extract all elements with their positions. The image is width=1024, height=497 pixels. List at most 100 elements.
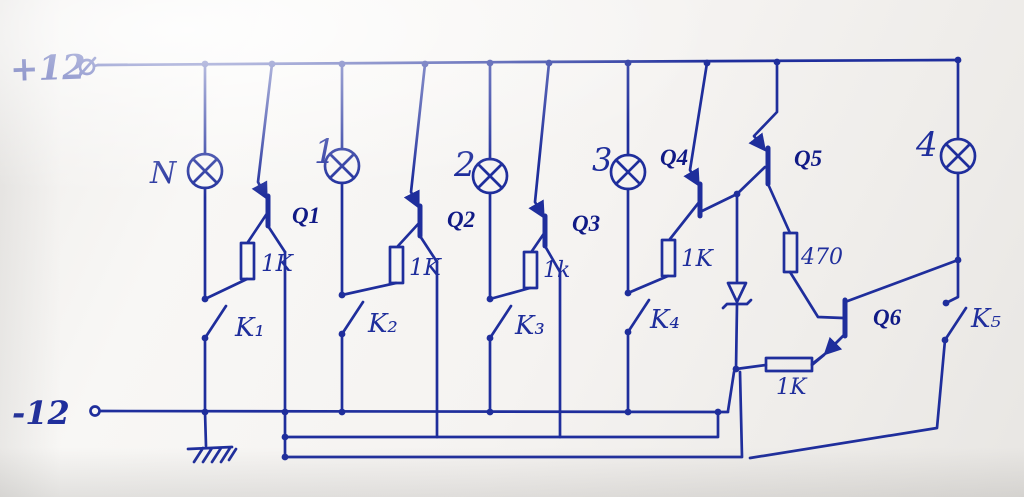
collector-wire bbox=[766, 182, 792, 235]
negative-terminal-icon bbox=[89, 405, 101, 417]
switch-lever bbox=[626, 298, 651, 334]
junction-dot bbox=[268, 60, 276, 68]
negative-rail-label: -12 bbox=[12, 394, 70, 432]
junction-dot bbox=[941, 336, 949, 344]
ground-hatch-icon bbox=[186, 445, 238, 464]
transistor-q5-label: Q5 bbox=[794, 146, 822, 171]
lamp-3-label: 3 bbox=[592, 141, 612, 179]
resistor-r4: 1K bbox=[626, 238, 715, 295]
r6-left-lead bbox=[734, 363, 768, 371]
transistor-q3: Q3 bbox=[528, 61, 600, 274]
lamp-3: 3 bbox=[592, 141, 647, 191]
transistor-q4-label: Q4 bbox=[660, 145, 688, 170]
junction-dot bbox=[201, 295, 209, 303]
resistor-bottom-lead bbox=[340, 281, 398, 297]
junction-dot bbox=[486, 59, 494, 67]
junction-dot bbox=[703, 59, 711, 67]
junction-dot bbox=[281, 408, 289, 416]
switch-k4: K₄ bbox=[626, 298, 680, 335]
junction-dot bbox=[624, 408, 632, 416]
resistor-r2: 1K bbox=[340, 245, 443, 297]
lamp-2: 2 bbox=[453, 145, 509, 195]
lamp-x-icon bbox=[944, 142, 972, 170]
junction-dot bbox=[486, 408, 494, 416]
resistor-body bbox=[239, 241, 256, 281]
emitter-arrow bbox=[748, 60, 779, 152]
resistor-r3-label: 1k bbox=[543, 258, 570, 283]
lamp-2-label: 2 bbox=[453, 145, 476, 185]
base-wire bbox=[396, 220, 422, 248]
positive-rail-label: +12 bbox=[9, 47, 86, 90]
junction-dot bbox=[714, 408, 722, 416]
junction-dot bbox=[954, 256, 962, 264]
lamp-1-label: 1 bbox=[314, 132, 336, 172]
junction-dot bbox=[486, 295, 494, 303]
switch-lever bbox=[340, 300, 365, 336]
positive-rail-wire bbox=[96, 58, 960, 67]
junction-dot bbox=[624, 328, 632, 336]
junction-dot bbox=[624, 59, 632, 67]
junction-dots bbox=[201, 56, 962, 461]
resistor-body bbox=[660, 238, 677, 278]
junction-dot bbox=[942, 299, 950, 307]
diode bbox=[721, 281, 753, 310]
resistor-bottom-lead bbox=[488, 286, 532, 301]
transistor-q4: Q4 bbox=[660, 61, 709, 241]
lamp-1: 1 bbox=[314, 132, 361, 185]
r5-to-q6-base-wire bbox=[788, 270, 845, 320]
resistor-r1-label: 1K bbox=[261, 251, 295, 277]
q6-collector-wire bbox=[843, 258, 960, 304]
junction-dot bbox=[421, 60, 429, 68]
resistor-r2-label: 1K bbox=[409, 255, 443, 281]
resistor-body bbox=[764, 356, 814, 373]
junction-dot bbox=[201, 408, 209, 416]
resistor-r5-label: 470 bbox=[800, 245, 843, 270]
switch-k1: K₁ bbox=[203, 304, 265, 343]
resistor-body bbox=[388, 245, 405, 285]
switch-lever bbox=[203, 304, 228, 340]
switch-k1-label: K₁ bbox=[234, 313, 265, 343]
emitter-arrow bbox=[823, 332, 847, 356]
resistor-r1: 1K bbox=[203, 241, 295, 301]
diode-bottom-wire bbox=[734, 303, 739, 371]
lamp-x-icon bbox=[191, 157, 219, 185]
lamp-n: N bbox=[149, 152, 224, 191]
switch-k2-label: K₂ bbox=[367, 309, 398, 339]
junction-dot bbox=[733, 190, 741, 198]
negative-rail-wire bbox=[98, 409, 730, 414]
negative-rail: -12 bbox=[12, 394, 730, 432]
resistor-r3: 1k bbox=[488, 250, 570, 301]
collector-wire bbox=[266, 224, 287, 254]
junction-dot bbox=[281, 433, 289, 441]
junction-dot bbox=[338, 291, 346, 299]
bottom-bus-upper bbox=[283, 410, 720, 439]
lamp-4: 4 bbox=[915, 125, 977, 175]
positive-rail: +12 bbox=[9, 47, 960, 141]
resistor-body bbox=[522, 250, 539, 290]
switch-k3-label: K₃ bbox=[514, 311, 545, 341]
emitter-arrow bbox=[683, 61, 709, 188]
bottom-bus-lower bbox=[283, 370, 744, 459]
lamp-4-bottom-wire bbox=[944, 171, 960, 305]
junction-dot bbox=[338, 408, 346, 416]
transistor-q1: Q1 bbox=[246, 62, 320, 254]
rail-end-riser bbox=[726, 370, 736, 413]
emitter-arrow bbox=[403, 62, 427, 210]
junction-dot bbox=[338, 60, 346, 68]
ground-symbol bbox=[186, 410, 238, 464]
junction-dot bbox=[281, 453, 289, 461]
q4-to-node-wire bbox=[698, 192, 739, 214]
ground-wire bbox=[203, 410, 208, 448]
junction-dot bbox=[545, 59, 553, 67]
resistor-r4-label: 1K bbox=[681, 246, 715, 272]
junction-dot bbox=[338, 330, 346, 338]
lamp-x-icon bbox=[614, 158, 642, 186]
emitter-arrow bbox=[528, 61, 551, 220]
emitter-arrow bbox=[251, 62, 274, 201]
resistor-r6: 1K bbox=[764, 356, 814, 400]
junction-dot bbox=[486, 334, 494, 342]
resistor-r5: 470 bbox=[782, 231, 843, 274]
junction-dot bbox=[954, 56, 962, 64]
switch-k5-label: K₅ bbox=[970, 304, 1001, 334]
